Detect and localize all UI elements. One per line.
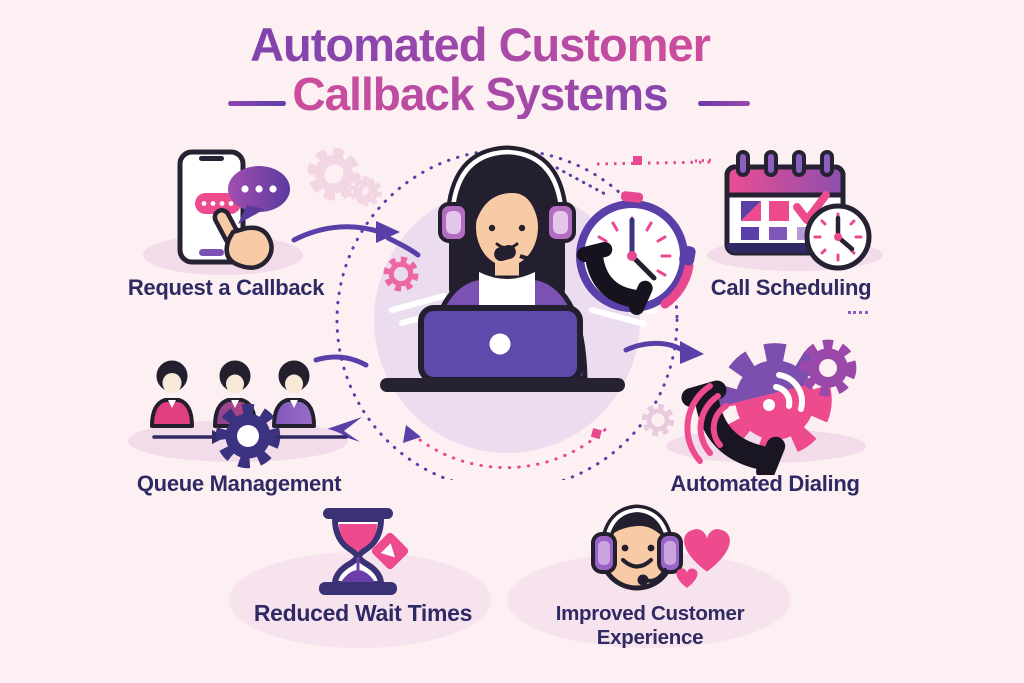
feature-label-reduced-wait-times: Reduced Wait Times [253, 600, 473, 626]
pink-square-marker [633, 156, 642, 165]
desk [380, 378, 625, 392]
hourglass [319, 508, 397, 595]
dotted-purple-stub [848, 311, 868, 314]
title-line-1: Automated Customer [0, 20, 960, 70]
dotted-pink-arc [418, 423, 612, 470]
shadow-ellipse [229, 552, 491, 648]
microphone-icon [637, 574, 649, 586]
chat-bubble-purple [228, 166, 290, 224]
support-agent-illustration [291, 145, 710, 480]
gear-icon [312, 152, 354, 194]
smiling-agent-face [591, 504, 683, 591]
arrow-from-request [291, 221, 421, 258]
feature-label-automated-dialing: Automated Dialing [670, 471, 860, 496]
phone-gear-signal-icon [666, 335, 866, 475]
calendar-clock-icon [695, 150, 883, 271]
face [476, 188, 538, 266]
calendar-rings [736, 150, 834, 177]
dotted-orbit-circle [335, 148, 679, 480]
dotted-pink-stub [695, 158, 714, 163]
chat-bubble-pink [195, 193, 241, 214]
phone-chat-hand-icon [143, 143, 375, 275]
feature-label-request-callback: Request a Callback [127, 275, 325, 300]
title-dash-right [698, 101, 750, 106]
smiling-agent-hearts-icon [507, 504, 791, 648]
page-title: Automated Customer Callback Systems [0, 20, 960, 119]
feature-label-call-scheduling: Call Scheduling [710, 275, 872, 300]
dotted-pink-line [596, 160, 710, 166]
phone-handset-icon [576, 241, 653, 315]
pointing-hand-icon [212, 208, 274, 270]
shadow-ellipse [507, 552, 791, 648]
arrow-to-queue [313, 354, 421, 443]
mic-boom [519, 237, 554, 261]
plane-arrow-icon [324, 417, 362, 442]
pink-diamond-decor [371, 532, 409, 570]
checkmark [793, 191, 830, 224]
person [150, 360, 194, 428]
laptop-logo [489, 333, 511, 355]
pink-square-marker [590, 428, 602, 440]
pink-sound-waves [684, 383, 729, 464]
arrow-to-dialing [623, 340, 704, 364]
title-dash-left [228, 101, 286, 106]
heart-icon [676, 529, 730, 588]
feature-label-improved-customer-experience: Improved Customer Experience [555, 602, 745, 649]
clock [804, 203, 872, 271]
dotted-purple-line [555, 166, 607, 196]
agent-figure [380, 145, 625, 392]
signal-waves [773, 372, 805, 412]
microphone-icon [494, 244, 516, 262]
person [272, 360, 316, 428]
bangs [476, 180, 538, 222]
title-line-2: Callback Systems [0, 70, 960, 119]
hourglass-icon [229, 508, 491, 648]
people-queue-gear-icon [128, 360, 348, 470]
feature-label-queue-management: Queue Management [136, 471, 342, 496]
smile [621, 558, 653, 569]
phone-clock-badge [576, 191, 696, 315]
arrowhead [403, 425, 421, 443]
